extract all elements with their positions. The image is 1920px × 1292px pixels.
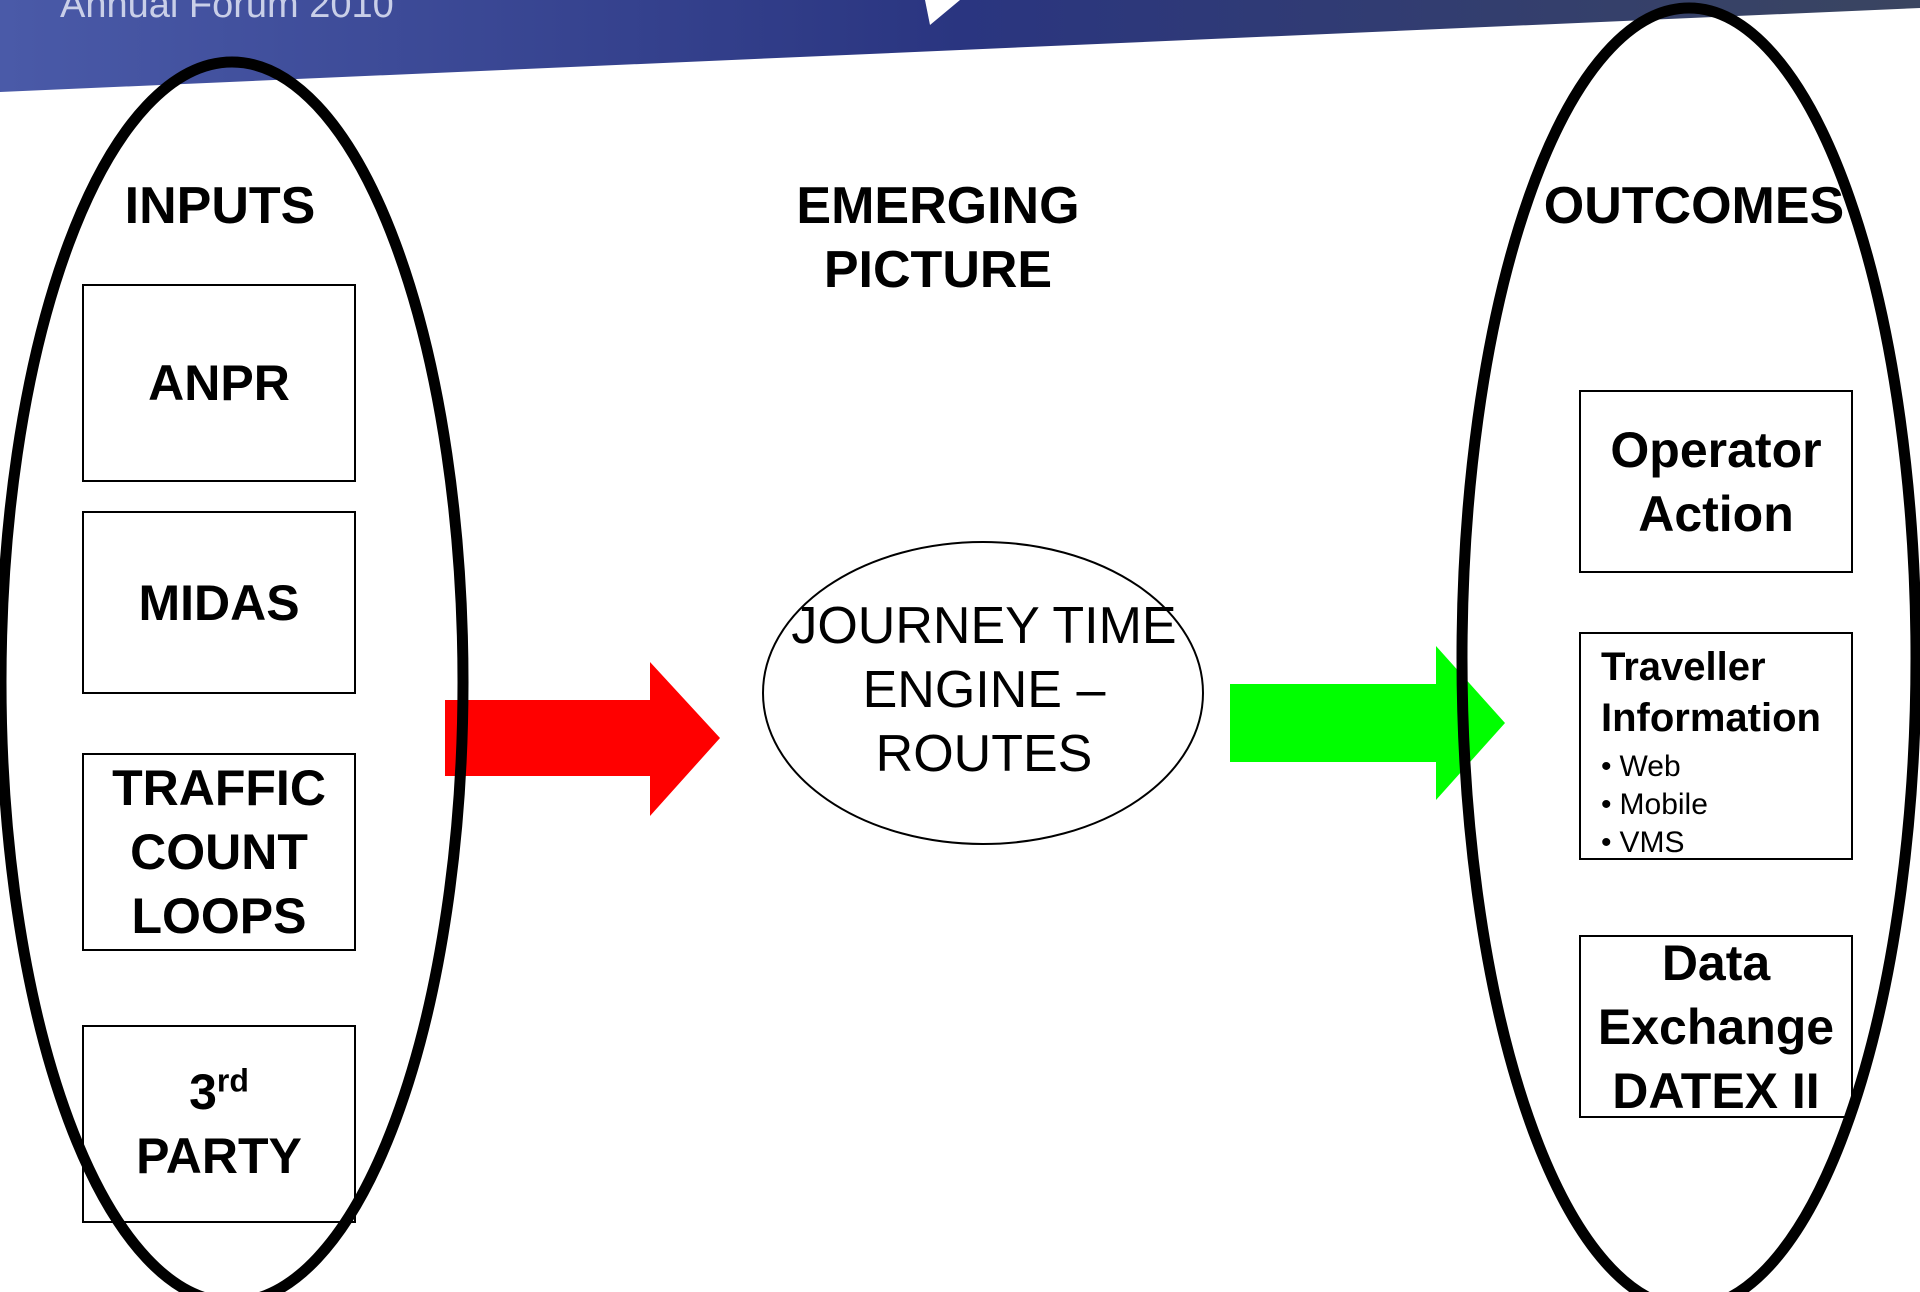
engine-line-1: JOURNEY TIME	[791, 597, 1177, 655]
header-banner	[0, 0, 1920, 92]
outcome-box-data-exchange: Data Exchange DATEX II	[1579, 935, 1853, 1119]
inputs-group-ellipse	[0, 56, 469, 1292]
outcome-operator-line-1: Operator	[1610, 421, 1822, 478]
engine-line-3: ROUTES	[875, 725, 1093, 783]
input-box-midas: MIDAS	[82, 511, 356, 694]
inputs-heading: INPUTS	[124, 177, 316, 235]
ordinal-number: 3	[189, 1064, 217, 1120]
input-traffic-line-2: COUNT	[130, 824, 308, 880]
output-arrow	[1230, 646, 1505, 800]
banner-title: Annual Forum 2010	[60, 0, 394, 26]
input-arrow	[445, 662, 720, 816]
outcome-data-line-3: DATEX II	[1612, 1062, 1820, 1119]
outcome-data-line-2: Exchange	[1597, 998, 1835, 1055]
bullet-mobile: Mobile	[1601, 786, 1708, 824]
ordinal-suffix: rd	[216, 1062, 249, 1099]
input-traffic-line-3: LOOPS	[131, 888, 307, 944]
journey-time-engine-label: JOURNEY TIME ENGINE – ROUTES	[764, 594, 1204, 786]
input-box-traffic-count-loops: TRAFFIC COUNT LOOPS	[82, 753, 356, 951]
outcome-data-line-1: Data	[1661, 934, 1771, 991]
engine-line-2: ENGINE –	[862, 661, 1106, 719]
emerging-heading-line-2: PICTURE	[823, 241, 1053, 299]
input-midas-label: MIDAS	[138, 574, 300, 631]
bullet-web: Web	[1601, 748, 1708, 786]
outcome-operator-line-2: Action	[1638, 485, 1794, 542]
bullet-vms: VMS	[1601, 824, 1708, 862]
outcome-box-operator-action: Operator Action	[1579, 390, 1853, 573]
input-box-3rd-party: 3rd PARTY	[82, 1025, 356, 1223]
input-anpr-label: ANPR	[148, 355, 290, 411]
input-box-anpr: ANPR	[82, 284, 356, 482]
traveller-bullet-list: Web Mobile VMS	[1601, 748, 1708, 862]
emerging-picture-heading: EMERGING PICTURE	[758, 174, 1118, 302]
emerging-heading-line-1: EMERGING	[796, 177, 1080, 235]
banner-band	[0, 0, 1920, 92]
input-3rd-party-number: 3rd	[189, 1060, 249, 1124]
input-traffic-line-1: TRAFFIC	[112, 760, 326, 816]
traveller-title-line-1: Traveller	[1601, 645, 1766, 689]
outcomes-heading: OUTCOMES	[1543, 177, 1845, 235]
journey-time-engine-ellipse	[762, 541, 1204, 845]
input-3rd-party-word: PARTY	[136, 1128, 302, 1184]
traveller-title-line-2: Information	[1601, 696, 1821, 740]
outcomes-group-ellipse	[1456, 2, 1920, 1292]
banner-notch	[925, 0, 960, 25]
outcome-box-traveller-information: Traveller Information Web Mobile VMS	[1579, 632, 1853, 860]
